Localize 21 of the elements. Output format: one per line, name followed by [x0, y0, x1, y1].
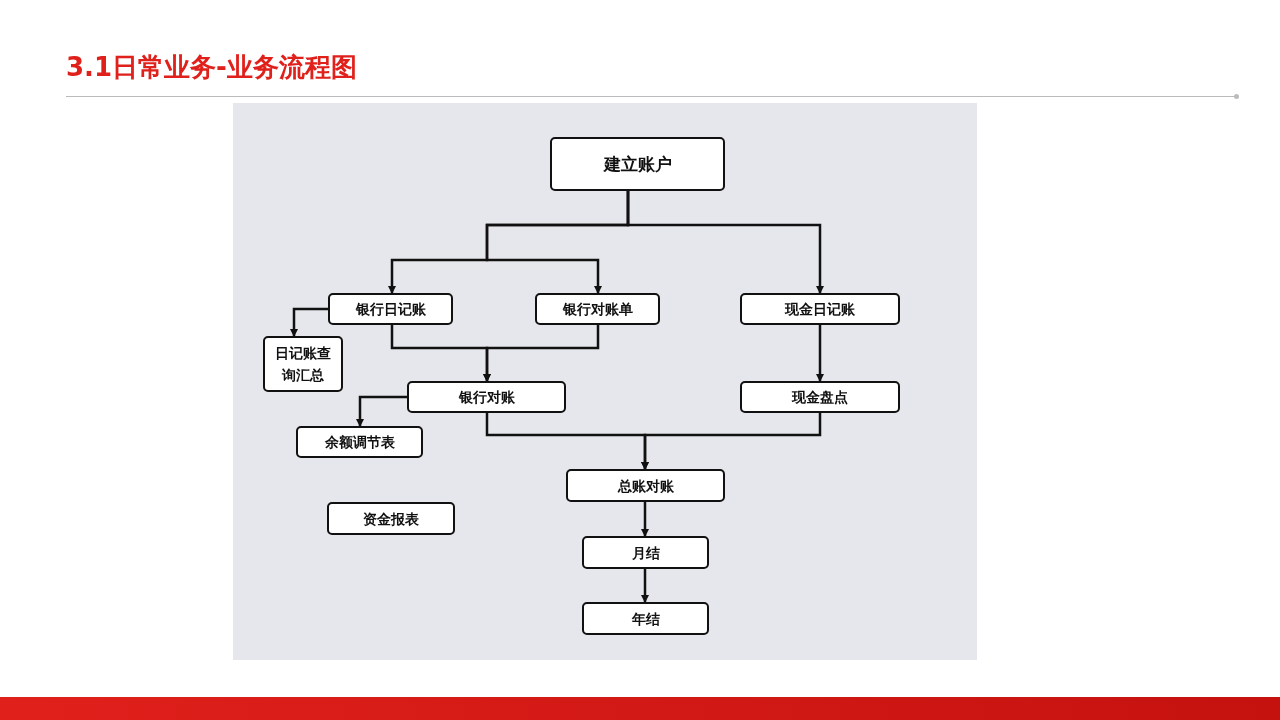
process-box: 银行对账单	[535, 293, 660, 325]
process-box: 建立账户	[550, 137, 725, 191]
process-box: 总账对账	[566, 469, 725, 502]
arrow	[816, 325, 824, 382]
process-box: 余额调节表	[296, 426, 423, 458]
arrow	[641, 502, 649, 537]
title: 3.1日常业务-业务流程图	[66, 51, 357, 84]
arrow	[641, 413, 822, 470]
arrow	[641, 569, 649, 603]
arrow	[626, 191, 824, 294]
process-box: 银行对账	[407, 381, 566, 413]
process-box: 资金报表	[327, 502, 455, 535]
process-box: 日记账查询汇总	[263, 336, 343, 392]
process-box: 年结	[582, 602, 709, 635]
arrow	[356, 395, 407, 427]
arrow	[290, 307, 328, 337]
process-box: 银行日记账	[328, 293, 453, 325]
process-box: 现金盘点	[740, 381, 900, 413]
arrow	[483, 325, 600, 382]
process-box: 月结	[582, 536, 709, 569]
process-box: 现金日记账	[740, 293, 900, 325]
